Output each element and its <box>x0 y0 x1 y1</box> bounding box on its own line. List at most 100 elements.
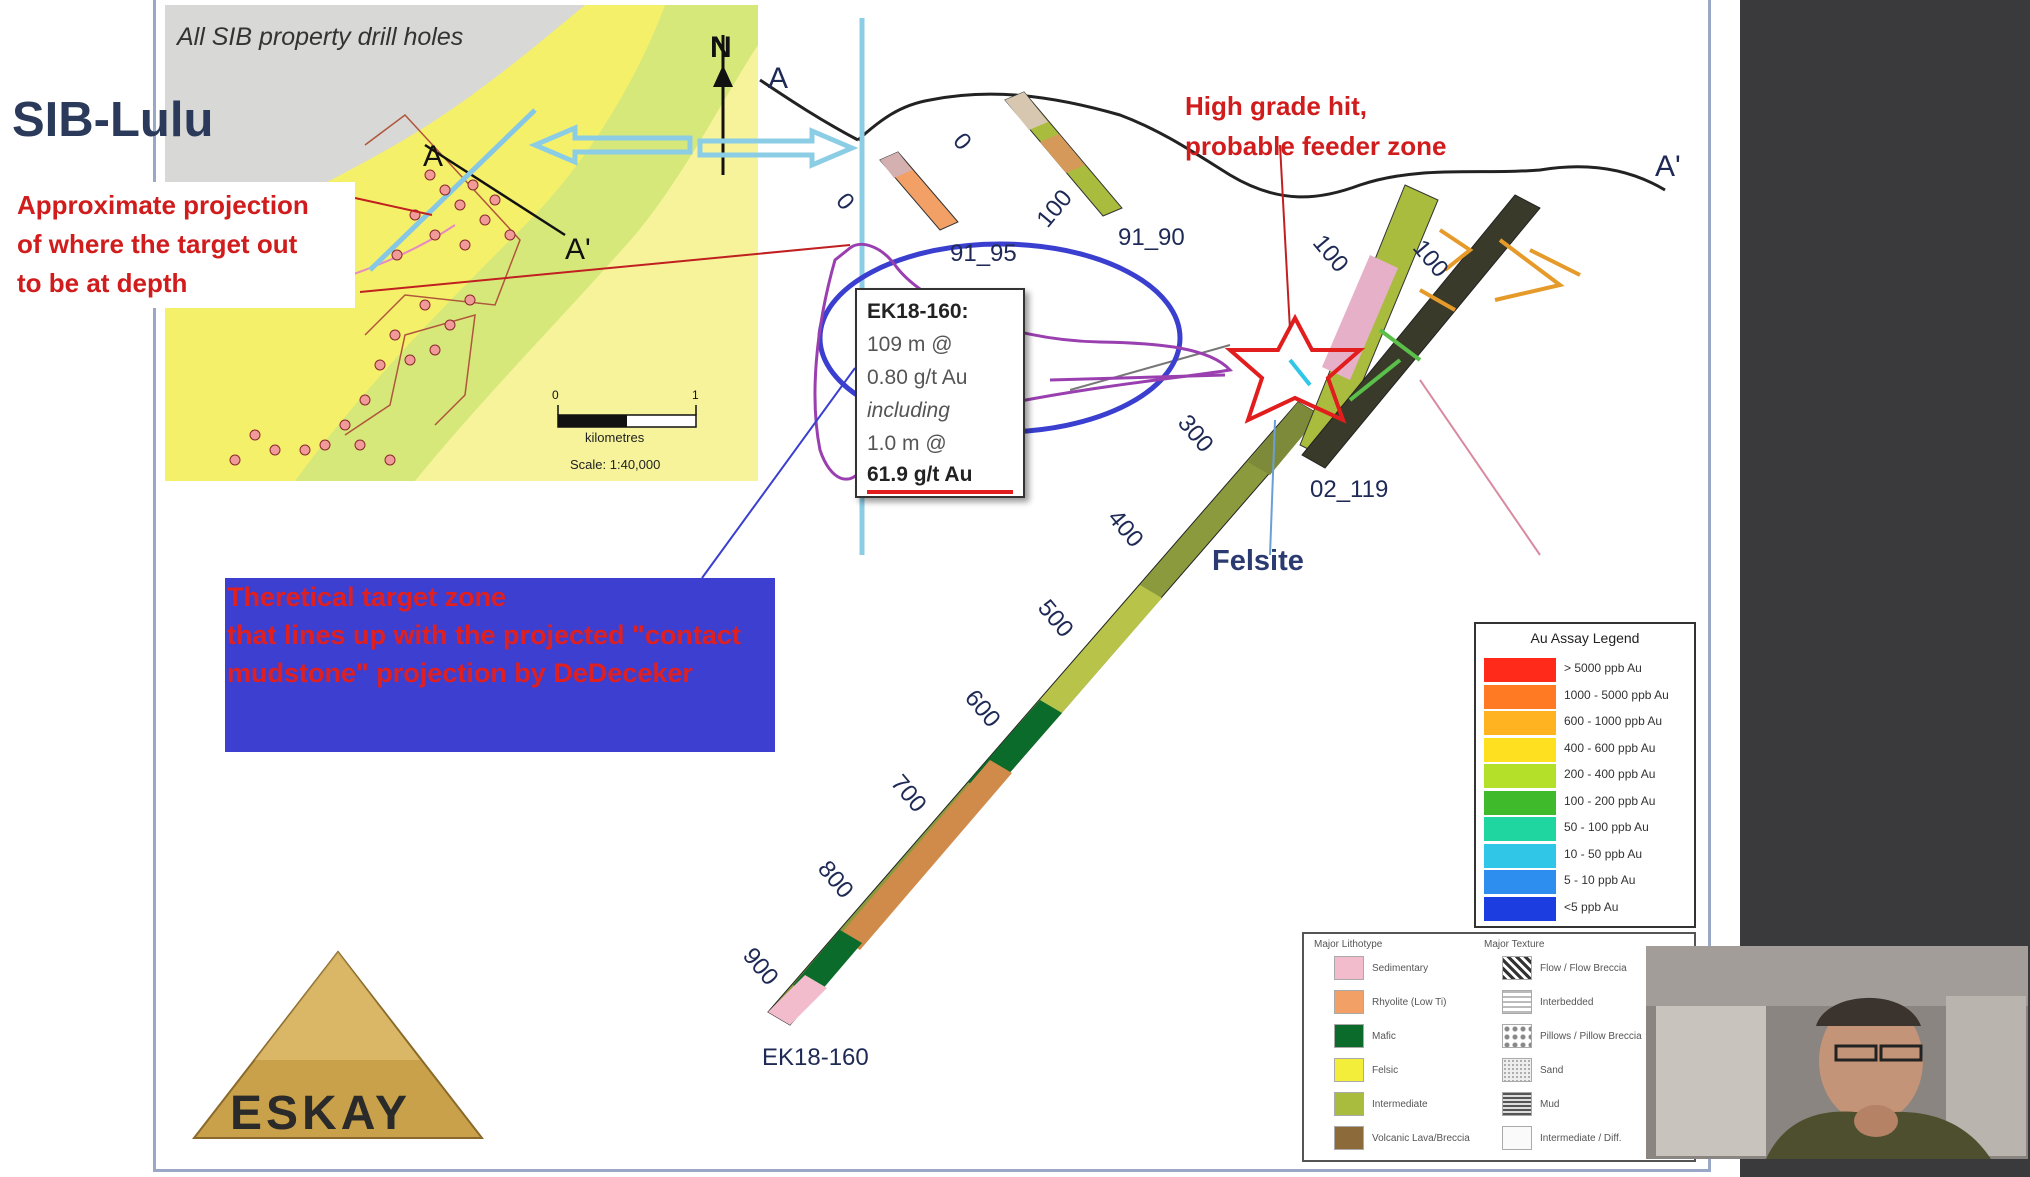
high-grade-note: High grade hit, probable feeder zone <box>1185 86 1447 166</box>
legend-swatch <box>1484 817 1556 841</box>
legend-item: 5 - 10 ppb Au <box>1484 868 1689 894</box>
legend-swatch <box>1484 790 1556 815</box>
scale-one: 1 <box>692 388 699 402</box>
legend-label: 100 - 200 ppb Au <box>1564 793 1656 808</box>
legend-item: 200 - 400 ppb Au <box>1484 762 1689 788</box>
legend-swatch <box>1484 684 1556 709</box>
texture-label: Mud <box>1540 1099 1560 1110</box>
legend-swatch <box>1484 658 1556 682</box>
texture-label: Sand <box>1540 1065 1564 1076</box>
lithology-legend-title: Major Lithotype <box>1314 939 1383 950</box>
logo-text: ESKAY <box>230 1087 411 1140</box>
lithotype-label: Intermediate <box>1372 1099 1428 1110</box>
lithotype-label: Rhyolite (Low Ti) <box>1372 997 1447 1008</box>
legend-label: 400 - 600 ppb Au <box>1564 740 1656 755</box>
legend-item: 600 - 1000 ppb Au <box>1484 709 1689 735</box>
legend-item: 100 - 200 ppb Au <box>1484 789 1689 815</box>
lithotype-label: Volcanic Lava/Breccia <box>1372 1133 1470 1144</box>
hole-label-ek18-160: EK18-160 <box>762 1044 869 1071</box>
target-zone-note-line: Theretical target zone <box>227 582 507 612</box>
legend-item: <5 ppb Au <box>1484 895 1689 921</box>
hatch-icon <box>1502 956 1532 980</box>
legend-label: <5 ppb Au <box>1564 899 1619 914</box>
target-zone-note-line: mudstone" projection by DeDeceker <box>227 658 693 688</box>
blank-icon <box>1502 1126 1532 1150</box>
hole-label-91-95: 91_95 <box>950 240 1017 267</box>
legend-swatch <box>1484 870 1556 894</box>
lithotype-swatch <box>1334 1126 1364 1150</box>
legend-swatch <box>1484 711 1556 735</box>
slide-frame <box>153 0 1711 1172</box>
mud-icon <box>1502 1092 1532 1116</box>
scale-zero: 0 <box>552 388 559 402</box>
legend-swatch <box>1484 764 1556 788</box>
webcam-video[interactable] <box>1646 946 2028 1159</box>
inset-caption: All SIB property drill holes <box>177 23 464 51</box>
presenter-video-frame <box>1646 946 2028 1159</box>
lithotype-swatch <box>1334 1092 1364 1116</box>
target-zone-box <box>225 578 775 752</box>
scale-text: Scale: 1:40,000 <box>570 457 661 472</box>
legend-item: 10 - 50 ppb Au <box>1484 842 1689 868</box>
projection-note-line: of where the target out <box>17 229 298 259</box>
legend-item: 1000 - 5000 ppb Au <box>1484 683 1689 709</box>
high-grade-star-icon <box>1224 313 1366 424</box>
sand-icon <box>1502 1058 1532 1082</box>
legend-label: 10 - 50 ppb Au <box>1564 846 1643 861</box>
lithology-legend: Major Lithotype Major Texture Sedimentar… <box>1302 932 1696 1162</box>
intercept-line1: 109 m @ <box>867 333 953 356</box>
inset-section-start: A <box>423 140 444 173</box>
drillhole-ek18-160 <box>767 401 1321 1026</box>
high-grade-note-line: probable feeder zone <box>1185 131 1447 161</box>
intercept-line5: 61.9 g/t Au <box>867 460 1013 494</box>
interbedded-icon <box>1502 990 1532 1014</box>
legend-label: 50 - 100 ppb Au <box>1564 820 1649 834</box>
inset-section-end: A' <box>565 233 591 266</box>
intercept-hole: EK18-160: <box>867 300 969 323</box>
legend-label: 200 - 400 ppb Au <box>1564 767 1656 781</box>
projection-note-line: to be at depth <box>17 268 188 298</box>
intercept-box: EK18-160: 109 m @ 0.80 g/t Au including … <box>855 288 1025 498</box>
slide-title: SIB-Lulu <box>12 93 214 147</box>
projection-note-line: Approximate projection <box>17 190 309 220</box>
hole-label-91-90: 91_90 <box>1118 224 1185 251</box>
legend-swatch <box>1484 896 1556 921</box>
lithotype-swatch <box>1334 956 1364 980</box>
au-assay-legend: Au Assay Legend > 5000 ppb Au 1000 - 5000… <box>1474 622 1696 928</box>
legend-title: Au Assay Legend <box>1530 630 1640 646</box>
hole-label-02-119: 02_119 <box>1310 476 1389 503</box>
target-zone-note: Theretical target zone that lines up wit… <box>227 578 775 692</box>
legend-item: > 5000 ppb Au <box>1484 656 1689 682</box>
legend-item: 50 - 100 ppb Au <box>1484 815 1689 841</box>
legend-label: 1000 - 5000 ppb Au <box>1564 687 1669 702</box>
intercept-line2: 0.80 g/t Au <box>867 366 968 389</box>
scale-units: kilometres <box>585 430 645 445</box>
intercept-line3: including <box>867 399 950 422</box>
legend-item: 400 - 600 ppb Au <box>1484 736 1689 762</box>
legend-swatch <box>1484 843 1556 868</box>
texture-label: Intermediate / Diff. <box>1540 1133 1622 1144</box>
high-grade-note-line: High grade hit, <box>1185 91 1367 121</box>
lithotype-label: Mafic <box>1372 1031 1396 1042</box>
texture-label: Pillows / Pillow Breccia <box>1540 1031 1642 1042</box>
lithotype-swatch <box>1334 990 1364 1014</box>
section-end-label: A' <box>1655 150 1681 183</box>
section-start-label: A <box>768 62 789 95</box>
lithotype-label: Sedimentary <box>1372 963 1429 974</box>
legend-swatch <box>1484 737 1556 762</box>
intercept-line4: 1.0 m @ <box>867 432 947 455</box>
projection-note: Approximate projection of where the targ… <box>5 182 355 308</box>
felsite-label: Felsite <box>1212 545 1304 577</box>
texture-label: Flow / Flow Breccia <box>1540 963 1627 974</box>
target-zone-note-line: that lines up with the projected "contac… <box>227 620 741 650</box>
lithotype-label: Felsic <box>1372 1065 1399 1076</box>
legend-label: 600 - 1000 ppb Au <box>1564 714 1663 728</box>
texture-label: Interbedded <box>1540 997 1594 1008</box>
pillow-icon <box>1502 1024 1532 1048</box>
north-arrow-label: N <box>710 31 732 64</box>
lithotype-swatch <box>1334 1024 1364 1048</box>
texture-legend-title: Major Texture <box>1484 939 1545 950</box>
legend-label: > 5000 ppb Au <box>1564 661 1642 675</box>
lithotype-swatch <box>1334 1058 1364 1082</box>
